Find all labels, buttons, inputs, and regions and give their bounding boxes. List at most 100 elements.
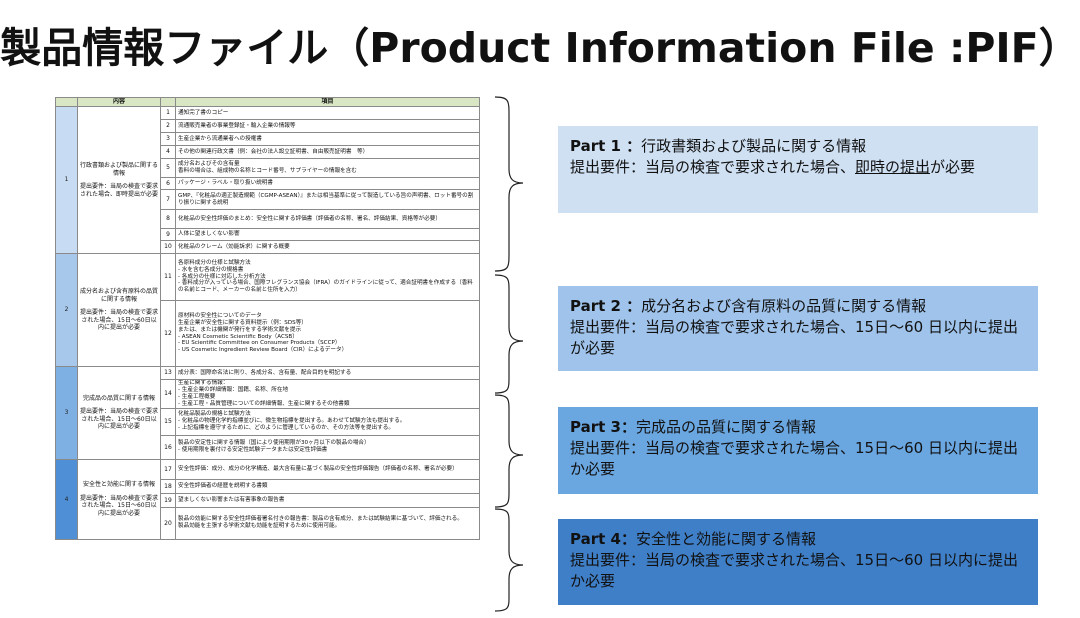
item-number-cell: 11 bbox=[160, 253, 176, 301]
part-number-cell: 3 bbox=[55, 366, 78, 460]
part1-req-b: が必要 bbox=[930, 158, 976, 176]
item-text-line: 原材料の安全性についてのデータ bbox=[178, 312, 262, 319]
item-text-line: または、または機関が発行をする学術文献を提示 bbox=[178, 326, 302, 333]
item-text-cell: その他の関連行政文書（例：会社の法人設立証明書、自由販売証明書 等） bbox=[175, 145, 480, 159]
header-content: 内容 bbox=[77, 97, 161, 107]
item-text-line: 安全性評価：成分、成分の化学構造、最大含有量に基づく製品の安全性評価報告（評価者… bbox=[178, 465, 458, 472]
brace-part3 bbox=[494, 394, 524, 508]
item-text-cell: 人体に望ましくない影響 bbox=[175, 228, 480, 241]
item-text-cell: 安全性評価者の経歴を説明する書類 bbox=[175, 478, 480, 494]
item-text-cell: 各原料成分の仕様と試験方法- 水を含む各成分の規格書- 各成分の仕様に対応した分… bbox=[175, 253, 480, 301]
item-text-line: 製品の安定性に関する情報（国により使用期限が30ヶ月以下の製品の場合） bbox=[178, 440, 370, 447]
part4-req: 提出要件：当局の検査で要求された場合、15日〜60 日以内に提出 か必要 bbox=[570, 551, 1018, 590]
part-description-requirement: 提出要件：当局の検査で要求された場合、15日〜60日以内に提出が必要 bbox=[80, 408, 159, 431]
item-text-line: パッケージ・ラベル・取り扱い説明書 bbox=[178, 180, 273, 186]
item-text-line: 製品効能を主張する学術文献も効能を証明するために使用可能。 bbox=[178, 523, 341, 530]
item-text-cell: 製品の効能に関する安全性評価者署名付きの報告書：製品の含有成分、または試験結果に… bbox=[175, 506, 480, 540]
item-text-line: - EU Scientific Committee on Consumer Pr… bbox=[178, 340, 341, 347]
brace-part2 bbox=[494, 274, 524, 394]
item-text-line: 生産企業が安全性に関する資料提示（例：SDS等） bbox=[178, 319, 307, 326]
header-items: 項目 bbox=[175, 97, 480, 107]
item-text-cell: 原材料の安全性についてのデータ生産企業が安全性に関する資料提示（例：SDS等）ま… bbox=[175, 300, 480, 367]
part-description-cell: 安全性と効能に関する情報提出要件：当局の検査で要求された場合、15日〜60日以内… bbox=[77, 458, 161, 540]
item-text-line: 製品の効能に関する安全性評価者署名付きの報告書：製品の含有成分、または試験結果に… bbox=[178, 516, 463, 523]
header-blank-num bbox=[160, 97, 176, 107]
part2-heading-text: 成分名および含有原料の品質に関する情報 bbox=[641, 297, 927, 315]
item-text-line: - 水を含む各成分の規格書 bbox=[178, 266, 244, 273]
item-number-cell: 1 bbox=[160, 106, 176, 120]
item-number-cell: 9 bbox=[160, 228, 176, 241]
item-text-cell: 流通販売業者の事業登録証・輸入企業の情報等 bbox=[175, 119, 480, 133]
item-text-cell: 成分表：国際命名法に則り、各成分名、含有量、配合目的を明記する bbox=[175, 366, 480, 380]
part-number-cell: 1 bbox=[55, 106, 78, 254]
item-number-cell: 8 bbox=[160, 209, 176, 229]
brace-part4 bbox=[494, 508, 524, 612]
item-text-line: 各原料成分の仕様と試験方法 bbox=[178, 259, 251, 266]
part-description-cell: 完成品の品質に関する情報提出要件：当局の検査で要求された場合、15日〜60日以内… bbox=[77, 366, 161, 460]
item-number-cell: 7 bbox=[160, 189, 176, 210]
item-number-cell: 15 bbox=[160, 407, 176, 436]
part2-box: Part 2 ：成分名および含有原料の品質に関する情報 提出要件：当局の検査で要… bbox=[558, 286, 1038, 371]
item-text-line: - 生産工程・品質管理についての詳細情報、生産に関するその他書類 bbox=[178, 400, 350, 407]
item-text-cell: パッケージ・ラベル・取り扱い説明書 bbox=[175, 177, 480, 190]
part3-heading-text: 完成品の品質に関する情報 bbox=[635, 418, 816, 436]
item-text-line: - 上記指標を遵守するために、どのように管理しているのか、その方法等を提出する。 bbox=[178, 425, 394, 432]
part4-heading-text: 安全性と効能に関する情報 bbox=[635, 530, 816, 548]
item-number-cell: 12 bbox=[160, 300, 176, 367]
part3-box: Part 3：完成品の品質に関する情報 提出要件：当局の検査で要求された場合、1… bbox=[558, 407, 1038, 494]
item-text-cell: 成分名およびその含有量香料の場合は、組成物の名称とコード番号、サプライヤーの情報… bbox=[175, 158, 480, 178]
part2-req: 提出要件：当局の検査で要求された場合、15日〜60 日以内に提出が必要 bbox=[570, 318, 1018, 357]
item-text-line: - 生産工程概要 bbox=[178, 393, 216, 400]
item-text-line: - 香料成分が入っている場合、国際フレグランス協会（IFRA）のガイドラインに従… bbox=[178, 280, 473, 294]
item-number-cell: 5 bbox=[160, 158, 176, 178]
item-text-line: 化粧品製品の規格と試験方法 bbox=[178, 411, 251, 418]
item-text-line: - 使用期限を裏付ける安定性試験データまたは安定性評価書 bbox=[178, 447, 328, 454]
item-number-cell: 10 bbox=[160, 240, 176, 254]
part-number-cell: 2 bbox=[55, 253, 78, 367]
part3-req: 提出要件：当局の検査で要求された場合、15日〜60 日以内に提出 か必要 bbox=[570, 439, 1018, 478]
item-number-cell: 14 bbox=[160, 379, 176, 409]
item-text-line: 化粧品のクレーム（効能訴求）に関する概要 bbox=[178, 243, 290, 250]
item-text-cell: 通知完了書のコピー bbox=[175, 106, 480, 120]
part-description-requirement: 提出要件：当局の検査で要求された場合、15日〜60日以内に提出が必要 bbox=[80, 494, 159, 517]
item-text-line: 生産に関する情報： bbox=[178, 380, 229, 386]
brace-part1 bbox=[494, 96, 524, 272]
item-text-line: 望ましくない影響または有害事象の報告書 bbox=[178, 496, 285, 503]
item-number-cell: 2 bbox=[160, 119, 176, 133]
item-text-cell: 生産企業から流通業者への授権書 bbox=[175, 132, 480, 146]
item-text-line: 香料の場合は、組成物の名称とコード番号、サプライヤーの情報を含む bbox=[178, 168, 357, 174]
item-text-cell: GMP、『化粧品の適正製造規範（CGMP-ASEAN）』または相当基準に従って製… bbox=[175, 189, 480, 210]
item-text-cell: 安全性評価：成分、成分の化学構造、最大含有量に基づく製品の安全性評価報告（評価者… bbox=[175, 458, 480, 480]
part4-heading: Part 4： bbox=[570, 530, 636, 548]
item-text-line: - ASEAN Cosmetic Scientific Body（ACSB） bbox=[178, 333, 298, 340]
part4-box: Part 4：安全性と効能に関する情報 提出要件：当局の検査で要求された場合、1… bbox=[558, 519, 1038, 605]
part3-heading: Part 3： bbox=[570, 418, 636, 436]
part-description-title: 成分名および含有原料の品質に関する情報 bbox=[80, 288, 159, 303]
part-description-requirement: 提出要件：当局の検査で要求された場合、15日〜60日以内に提出が必要 bbox=[80, 309, 159, 332]
part2-heading: Part 2 ： bbox=[570, 297, 642, 315]
header-blank bbox=[55, 97, 78, 107]
item-text-line: - 生産企業の詳細情報：国籍、名称、所在地 bbox=[178, 386, 289, 393]
part1-req-a: 提出要件：当局の検査で要求された場合、 bbox=[570, 158, 856, 176]
item-number-cell: 18 bbox=[160, 478, 176, 494]
part1-req-underlined: 即時の提出 bbox=[855, 158, 931, 176]
item-number-cell: 16 bbox=[160, 434, 176, 460]
page-title: 製品情報ファイル（Product Information File :PIF） bbox=[0, 24, 1080, 72]
item-text-line: 安全性評価者の経歴を説明する書類 bbox=[178, 482, 268, 489]
item-text-line: 通知完了書のコピー bbox=[178, 109, 229, 116]
item-text-line: - US Cosmetic Ingredient Review Board（CI… bbox=[178, 347, 348, 354]
item-text-cell: 製品の安定性に関する情報（国により使用期限が30ヶ月以下の製品の場合）- 使用期… bbox=[175, 434, 480, 460]
part1-heading-text: 行政書類および製品に関する情報 bbox=[641, 137, 867, 155]
item-text-cell: 化粧品の安全性評価のまとめ：安全性に関する評価書（評価者の名称、署名、評価結果、… bbox=[175, 209, 480, 229]
part1-heading: Part 1 ： bbox=[570, 137, 642, 155]
part-number-cell: 4 bbox=[55, 458, 78, 540]
item-text-line: 化粧品の安全性評価のまとめ：安全性に関する評価書（評価者の名称、署名、評価結果、… bbox=[178, 215, 441, 222]
item-number-cell: 4 bbox=[160, 145, 176, 159]
item-text-line: - 各成分の仕様に対応した分析方法 bbox=[178, 273, 266, 280]
